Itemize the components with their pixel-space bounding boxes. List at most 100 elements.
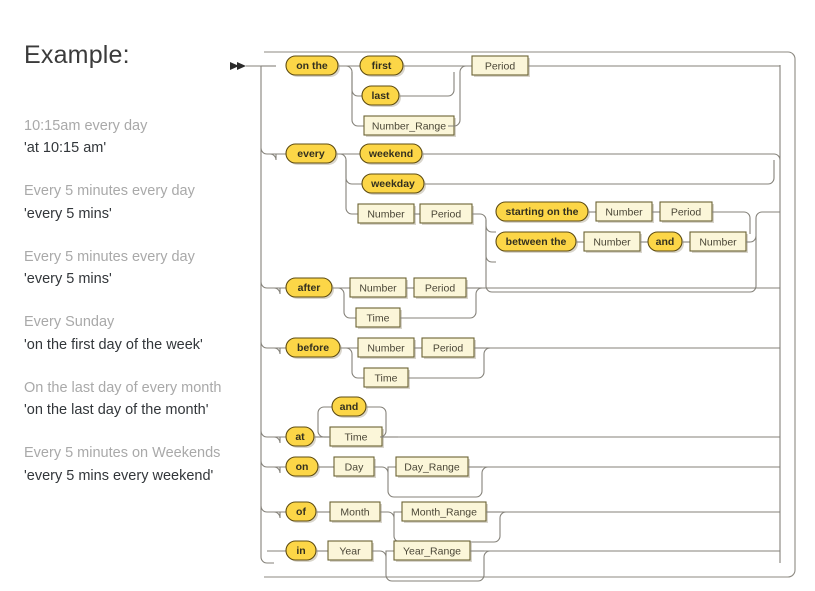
- nonterminal-number-after[interactable]: Number: [349, 277, 408, 299]
- nonterminal-number-between-1-label: Number: [593, 236, 631, 248]
- examples-panel: Example: 10:15am every day 'at 10:15 am'…: [24, 41, 246, 509]
- nonterminal-period-3-label: Period: [671, 206, 702, 218]
- example-item: Every 5 minutes every day 'every 5 mins': [24, 181, 246, 226]
- nonterminal-day-label: Day: [345, 461, 364, 473]
- terminal-before-label: before: [297, 342, 329, 354]
- rail-in-bypass: [385, 557, 426, 582]
- nonterminal-number-between-1[interactable]: Number: [583, 231, 642, 253]
- rail-after-out: [400, 287, 780, 319]
- terminal-after[interactable]: after: [285, 277, 334, 299]
- nonterminal-number-starting[interactable]: Number: [595, 201, 654, 223]
- branch-every: every weekend weekday: [260, 143, 781, 293]
- example-item: Every Sunday 'on the first day of the we…: [24, 312, 246, 357]
- rail-weekday-out: [424, 160, 775, 185]
- terminal-starting-on-the[interactable]: starting on the: [495, 201, 590, 223]
- rail-at-loop-right: [366, 406, 387, 438]
- branch-on: on Day Day_Range: [260, 456, 780, 498]
- terminal-on[interactable]: on: [285, 456, 320, 478]
- nonterminal-number-every-label: Number: [367, 208, 405, 220]
- branch-after: after Number Period Time: [260, 277, 780, 329]
- terminal-first-label: first: [372, 60, 392, 72]
- nonterminal-period-1[interactable]: Period: [471, 55, 530, 77]
- terminal-between-the-label: between the: [506, 236, 567, 248]
- nonterminal-day[interactable]: Day: [333, 456, 376, 478]
- terminal-at[interactable]: at: [285, 426, 316, 448]
- rail-on-opt-in: [374, 466, 396, 474]
- nonterminal-month-range[interactable]: Month_Range: [401, 501, 488, 523]
- terminal-last-label: last: [371, 90, 390, 102]
- page-title: Example:: [24, 41, 130, 69]
- terminal-on-the[interactable]: on the: [285, 55, 340, 77]
- terminal-weekend[interactable]: weekend: [359, 143, 424, 165]
- nonterminal-period-2[interactable]: Period: [419, 203, 474, 225]
- nonterminal-number-every[interactable]: Number: [357, 203, 416, 225]
- terminal-in[interactable]: in: [285, 540, 318, 562]
- nonterminal-year-range-label: Year_Range: [403, 545, 461, 557]
- rail-weekend-out: [422, 153, 781, 161]
- example-item: 10:15am every day 'at 10:15 am': [24, 116, 246, 161]
- nonterminal-number-between-2[interactable]: Number: [689, 231, 748, 253]
- nonterminal-day-range[interactable]: Day_Range: [395, 456, 470, 478]
- nonterminal-number-range-label: Number_Range: [372, 120, 446, 132]
- rail-every-fan-low: [345, 160, 358, 215]
- example-expression: 'every 5 mins': [24, 205, 112, 222]
- nonterminal-month[interactable]: Month: [329, 501, 382, 523]
- branch-on-the: on the first last Number_Rang: [261, 55, 780, 137]
- rail-group-in-top: [472, 213, 496, 233]
- nonterminal-time-before[interactable]: Time: [363, 367, 410, 389]
- rail-in-bypass-out: [426, 550, 491, 582]
- terminal-first[interactable]: first: [359, 55, 405, 77]
- nonterminal-year-range[interactable]: Year_Range: [393, 540, 472, 562]
- example-description: Every 5 minutes every day: [24, 248, 195, 265]
- example-item: Every 5 minutes every day 'every 5 mins': [24, 247, 246, 292]
- terminal-and-at-label: and: [340, 401, 359, 413]
- terminal-and-between[interactable]: and: [647, 231, 684, 253]
- rail-before-fan-low: [345, 347, 364, 379]
- nonterminal-period-after-label: Period: [425, 282, 456, 294]
- example-description: Every 5 minutes on Weekends: [24, 445, 221, 461]
- nonterminal-number-before[interactable]: Number: [357, 337, 416, 359]
- terminal-starting-on-the-label: starting on the: [506, 206, 579, 218]
- nonterminal-time-at[interactable]: Time: [329, 426, 384, 448]
- terminal-and-at[interactable]: and: [331, 396, 368, 418]
- example-item: On the last day of every month 'on the l…: [24, 378, 246, 423]
- example-expression: 'at 10:15 am': [24, 140, 107, 157]
- nonterminal-time-after[interactable]: Time: [355, 307, 402, 329]
- nonterminal-number-range[interactable]: Number_Range: [363, 115, 456, 137]
- rail-last-out: [399, 72, 455, 97]
- terminal-every[interactable]: every: [285, 143, 338, 165]
- terminal-of[interactable]: of: [285, 501, 318, 523]
- nonterminal-period-3[interactable]: Period: [659, 201, 714, 223]
- nonterminal-period-1-label: Period: [485, 60, 516, 72]
- example-item: Every 5 minutes on Weekends 'every 5 min…: [24, 443, 246, 488]
- nonterminal-day-range-label: Day_Range: [404, 461, 460, 473]
- example-expression: 'on the last day of the month': [24, 402, 209, 419]
- rail-at-loop-left: [317, 406, 332, 438]
- branch-in: in Year Year_Range: [267, 540, 780, 582]
- rail-in-opt-in: [372, 550, 394, 558]
- terminal-between-the[interactable]: between the: [495, 231, 578, 253]
- terminal-on-label: on: [296, 461, 309, 473]
- rail-group-bypass-out: [518, 236, 757, 293]
- nonterminal-number-starting-label: Number: [605, 206, 643, 218]
- rail-group-in-mid: [485, 220, 496, 263]
- nonterminal-period-before[interactable]: Period: [421, 337, 476, 359]
- rail-every-fan-mid: [339, 153, 362, 185]
- terminal-last[interactable]: last: [361, 85, 401, 107]
- example-expression: 'every 5 mins every weekend': [24, 467, 214, 484]
- nonterminal-number-between-2-label: Number: [699, 236, 737, 248]
- terminal-at-label: at: [295, 431, 305, 443]
- rail-before-out: [408, 347, 780, 379]
- nonterminal-year[interactable]: Year: [327, 540, 374, 562]
- example-description: 10:15am every day: [24, 117, 148, 134]
- terminal-weekday[interactable]: weekday: [361, 173, 426, 195]
- example-expression: 'on the first day of the week': [24, 336, 203, 353]
- rail-after-fan-low: [337, 287, 356, 319]
- nonterminal-period-after[interactable]: Period: [413, 277, 468, 299]
- nonterminal-time-after-label: Time: [367, 312, 390, 324]
- terminal-of-label: of: [296, 506, 306, 518]
- terminal-before[interactable]: before: [285, 337, 342, 359]
- nonterminal-month-range-label: Month_Range: [411, 506, 477, 518]
- rail-group-out: [749, 211, 780, 243]
- terminal-and-between-label: and: [656, 236, 675, 248]
